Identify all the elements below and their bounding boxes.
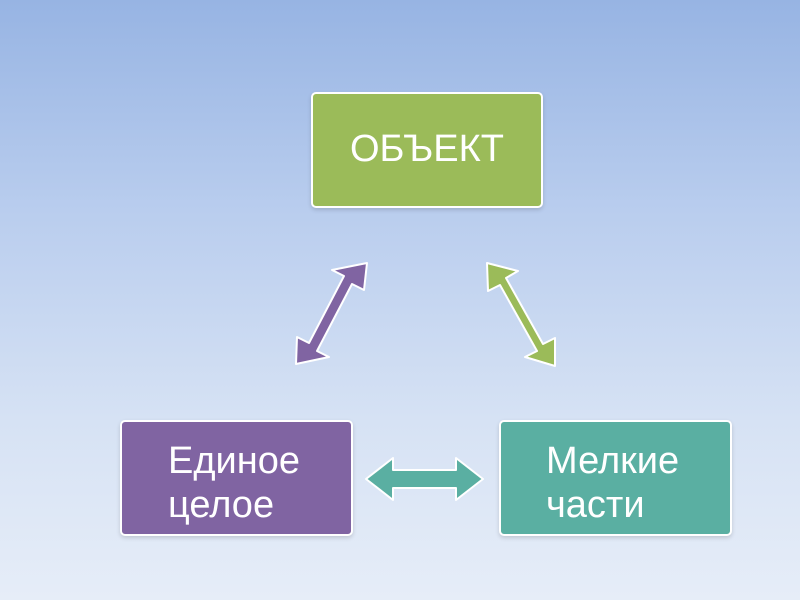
node-parts-line-2: части (546, 483, 645, 526)
node-whole-line-2: целое (168, 483, 275, 526)
node-object-label: ОБЪЕКТ (349, 128, 504, 171)
arrow-top-right (486, 262, 556, 367)
arrow-left-right (365, 457, 484, 501)
node-parts: Мелкие части (499, 420, 732, 536)
arrow-top-left (295, 262, 368, 365)
node-whole: Единое целое (120, 420, 353, 536)
node-parts-line-1: Мелкие (546, 440, 680, 482)
node-whole-line-1: Единое (168, 440, 300, 482)
node-object: ОБЪЕКТ (311, 92, 543, 208)
